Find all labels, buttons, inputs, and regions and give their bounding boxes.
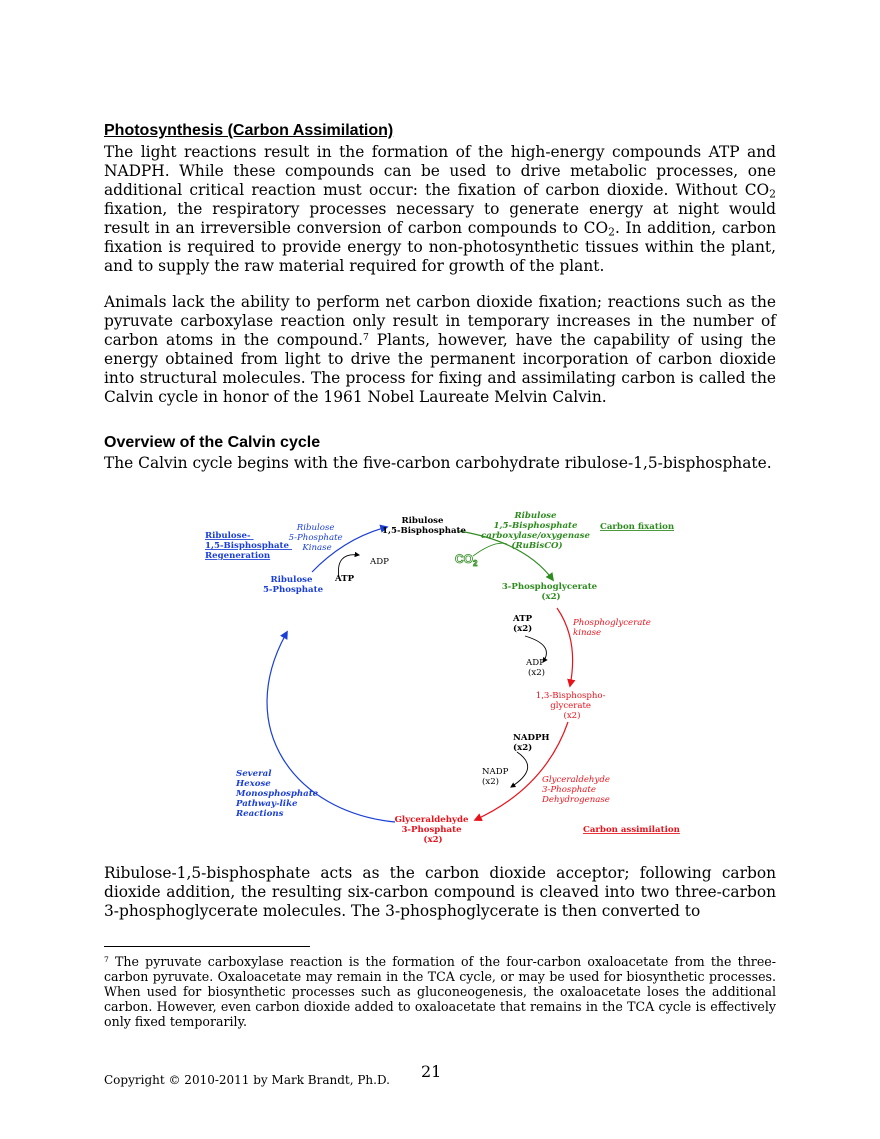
arrow-atp-adp-kinase	[337, 551, 361, 579]
footnote-7: 7 The pyruvate carboxylase reaction is t…	[104, 954, 776, 1029]
arrow-nadph-nadp	[510, 751, 528, 788]
label-atp-x2: ATP (x2)	[512, 614, 535, 634]
label-hexose-reactions: Several Hexose Monosphosphate Pathway-li…	[235, 769, 321, 819]
label-rubp: Ribulose 1,5-Bisphosphate	[382, 516, 467, 536]
label-gapdh: Glyceraldehyde 3-Phosphate Dehydrogenase	[541, 775, 613, 805]
footnote-ref-7: 7	[362, 331, 369, 343]
label-phosphoglycerate-kinase: Phosphoglycerate kinase	[572, 618, 654, 638]
arrow-rubp-to-pga	[458, 530, 554, 582]
copyright-notice: Copyright © 2010-2011 by Mark Brandt, Ph…	[104, 1073, 390, 1087]
label-carbon-fixation: Carbon fixation	[600, 522, 675, 532]
label-nadp-x2: NADP (x2)	[482, 767, 511, 787]
calvin-cycle-diagram: Ribulose 1,5-Bisphosphate Ribulose 1,5-B…	[205, 511, 681, 845]
label-3pg: 3-Phosphoglycerate (x2)	[502, 582, 600, 602]
paragraph-animals-fixation: Animals lack the ability to perform net …	[104, 293, 777, 406]
label-adp-x2: ADP (x2)	[525, 658, 548, 678]
arrow-g3p-to-ru5p	[266, 630, 396, 823]
label-ru5p: Ribulose 5-Phosphate	[263, 575, 324, 595]
label-atp: ATP	[334, 574, 355, 584]
arrow-atp-adp-pgk	[524, 635, 548, 663]
arrow-co2-in	[472, 542, 508, 557]
label-carbon-assimilation: Carbon assimilation	[583, 825, 681, 835]
page-number: 21	[421, 1062, 442, 1081]
section-heading-photosynthesis: Photosynthesis (Carbon Assimilation)	[104, 122, 394, 139]
arrow-bpg-to-g3p	[473, 721, 569, 822]
label-adp: ADP	[369, 557, 389, 567]
arrow-pga-to-bpg	[556, 607, 576, 688]
label-co2: CO2	[455, 552, 478, 568]
paragraph-rubp-acceptor: Ribulose-1,5-bisphosphate acts as the ca…	[104, 864, 776, 920]
label-13bpg: 1,3-Bisphospho- glycerate (x2)	[536, 691, 609, 721]
label-g3p: Glyceraldehyde 3-Phosphate (x2)	[395, 815, 472, 845]
label-ru5p-kinase: Ribulose 5-Phosphate Kinase	[289, 523, 346, 553]
paragraph-calvin-begins: The Calvin cycle begins with the five-ca…	[104, 454, 772, 472]
arrow-ru5p-to-rubp	[311, 524, 389, 573]
section-heading-calvin-cycle: Overview of the Calvin cycle	[104, 434, 321, 451]
paragraph-light-reactions: The light reactions result in the format…	[104, 143, 776, 275]
footnote-divider	[104, 946, 310, 947]
label-rubp-regeneration: Ribulose- 1,5-Bisphosphate Regeneration	[205, 531, 292, 561]
label-nadph-x2: NADPH (x2)	[513, 733, 553, 753]
label-rubisco: Ribulose 1,5-Bisphosphate carboxylase/ox…	[481, 511, 593, 551]
